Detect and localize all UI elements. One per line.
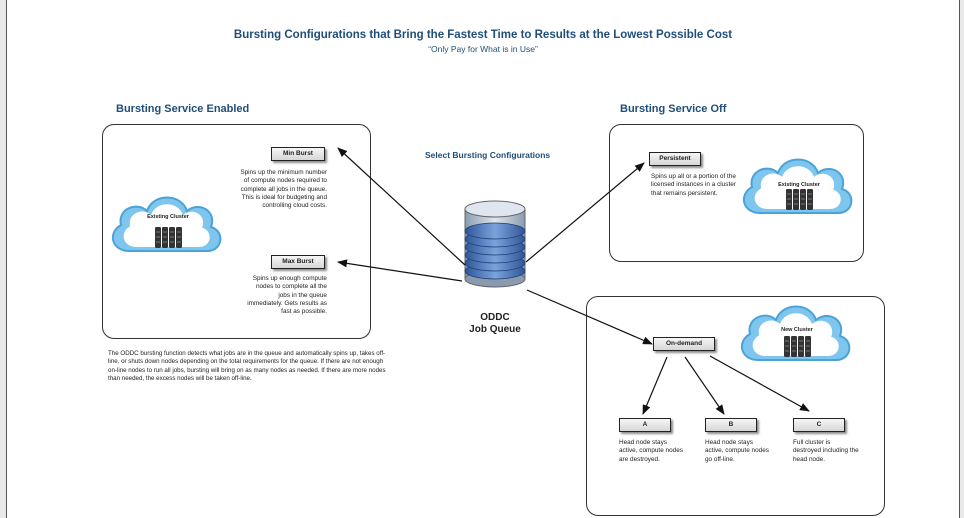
arrow-to-max-burst — [337, 259, 463, 282]
bursting-enabled-heading: Bursting Service Enabled — [116, 103, 250, 115]
max-burst-description: Spins up enough compute nodes to complet… — [247, 275, 327, 316]
select-configurations-label: Select Bursting Configurations — [425, 150, 551, 160]
bursting-off-heading: Bursting Service Off — [620, 103, 727, 115]
min-burst-description: Spins up the minimum number of compute n… — [240, 169, 327, 210]
on-demand-button[interactable]: On-demand — [653, 337, 715, 351]
arrow-to-persistent — [525, 162, 645, 263]
arrow-to-option-c — [709, 355, 810, 412]
existing-cluster-cloud-icon — [111, 196, 222, 252]
option-c-description: Full cluster is destroyed including the … — [793, 439, 859, 463]
option-c-button[interactable]: C — [793, 418, 845, 432]
arrow-to-on-demand — [526, 289, 653, 345]
job-queue-database-icon — [464, 200, 526, 288]
max-burst-button[interactable]: Max Burst — [271, 255, 325, 269]
bursting-footnote: The ODDC bursting function detects what … — [108, 350, 386, 383]
arrow-to-min-burst — [337, 147, 466, 266]
new-cluster-cloud-icon — [740, 305, 851, 361]
diagram-graphics — [111, 147, 853, 415]
option-a-description: Head node stays active, compute nodes ar… — [619, 439, 683, 463]
page-title: Bursting Configurations that Bring the F… — [233, 29, 733, 41]
page-subtitle: “Only Pay for What is in Use” — [428, 44, 538, 54]
min-burst-button[interactable]: Min Burst — [271, 147, 325, 161]
arrow-to-option-b — [684, 356, 725, 415]
option-b-button[interactable]: B — [705, 418, 757, 432]
left-cloud-label: Existing Cluster — [147, 214, 189, 220]
persistent-cloud-label: Existing Cluster — [778, 182, 820, 188]
diagram-page: Bursting Configurations that Bring the F… — [6, 0, 960, 518]
persistent-button[interactable]: Persistent — [649, 152, 701, 166]
new-cloud-label: New Cluster — [781, 327, 813, 333]
arrow-to-option-a — [642, 356, 668, 415]
option-a-button[interactable]: A — [619, 418, 671, 432]
queue-label-line2: Job Queue — [469, 324, 521, 335]
option-b-description: Head node stays active, compute nodes go… — [705, 439, 769, 463]
queue-label-line1: ODDC — [480, 312, 510, 323]
persistent-description: Spins up all or a portion of the license… — [651, 173, 736, 197]
